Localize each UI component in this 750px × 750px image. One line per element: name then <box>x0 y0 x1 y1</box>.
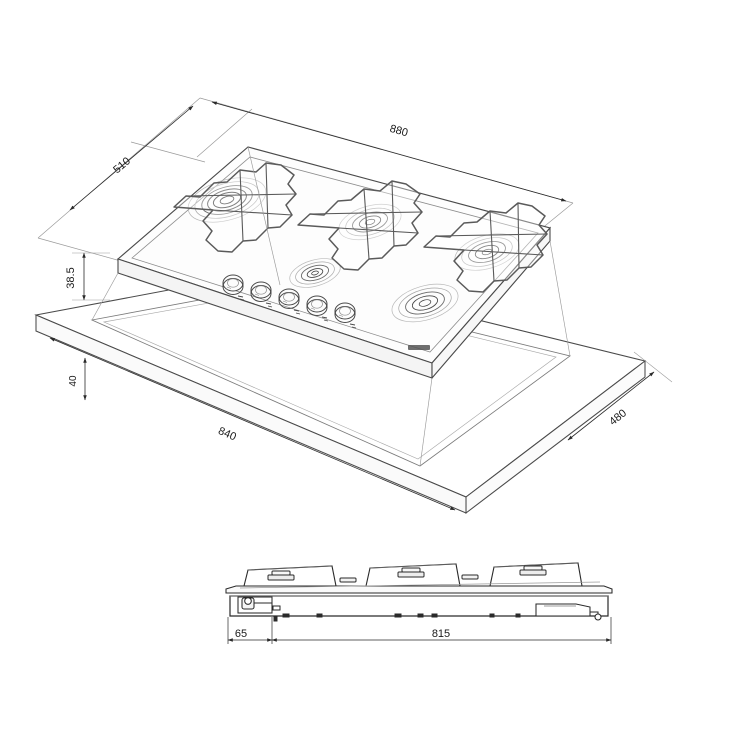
control-knob-3 <box>278 288 300 309</box>
cooktop-inner-rim <box>131 156 539 353</box>
brand-badge <box>408 345 430 350</box>
dimension-label-65: 65 <box>235 628 247 640</box>
elevation-grates <box>239 562 601 589</box>
dimension-label-40: 40 <box>68 375 79 387</box>
control-knob-4 <box>306 295 328 316</box>
control-knob-5 <box>334 302 356 323</box>
pan-support-grates <box>173 162 548 293</box>
dimension-65: 65 <box>227 628 273 642</box>
control-knob-group[interactable] <box>222 274 356 323</box>
dimension-880: 880 <box>211 101 567 202</box>
dimension-38-5: 38.5 <box>65 252 110 301</box>
elevation-gas-inlet <box>237 596 273 614</box>
grate-left <box>173 162 297 253</box>
elevation-view-group: 65 815 <box>225 562 613 644</box>
control-knob-2 <box>250 281 272 302</box>
elevation-regulator <box>535 603 602 621</box>
elevation-body <box>225 585 613 617</box>
elevation-base-marks <box>272 605 521 622</box>
burner-front-right <box>391 283 459 323</box>
perspective-view-group: 880 510 38.5 40 <box>34 97 673 515</box>
control-knob-1 <box>222 274 244 295</box>
projection-lines-lower <box>91 146 571 467</box>
elevation-burner-caps <box>267 565 547 583</box>
knob-indicator-marks <box>237 295 357 329</box>
grate-right <box>423 202 548 293</box>
dimension-815: 815 <box>271 628 612 642</box>
dimension-label-38-5: 38.5 <box>65 267 77 288</box>
dimension-label-880: 880 <box>388 123 409 139</box>
dimension-label-815: 815 <box>432 628 450 640</box>
grate-middle <box>297 180 423 271</box>
